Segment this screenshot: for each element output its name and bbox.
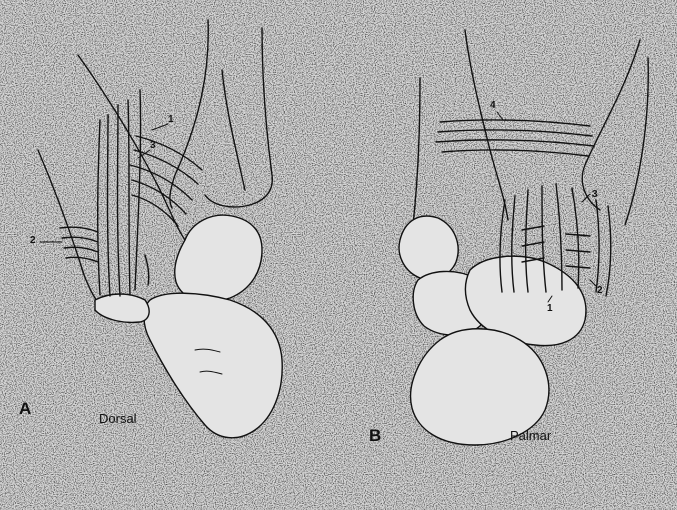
panel-b-number-1: 1 — [547, 303, 553, 314]
panel-b-view-label: Palmar — [510, 428, 551, 443]
panel-a-number-1: 1 — [168, 114, 174, 125]
panel-b-number-4: 4 — [490, 100, 496, 111]
panel-b-number-2: 2 — [597, 285, 603, 296]
panel-a-letter: A — [19, 399, 31, 419]
panel-b-letter: B — [369, 426, 381, 446]
panel-b-bone-left — [399, 216, 458, 279]
panel-a-view-label: Dorsal — [99, 411, 137, 426]
panel-a-number-3: 3 — [150, 140, 156, 151]
panel-b-number-3: 3 — [592, 189, 598, 200]
panel-a-number-2: 2 — [30, 235, 36, 246]
